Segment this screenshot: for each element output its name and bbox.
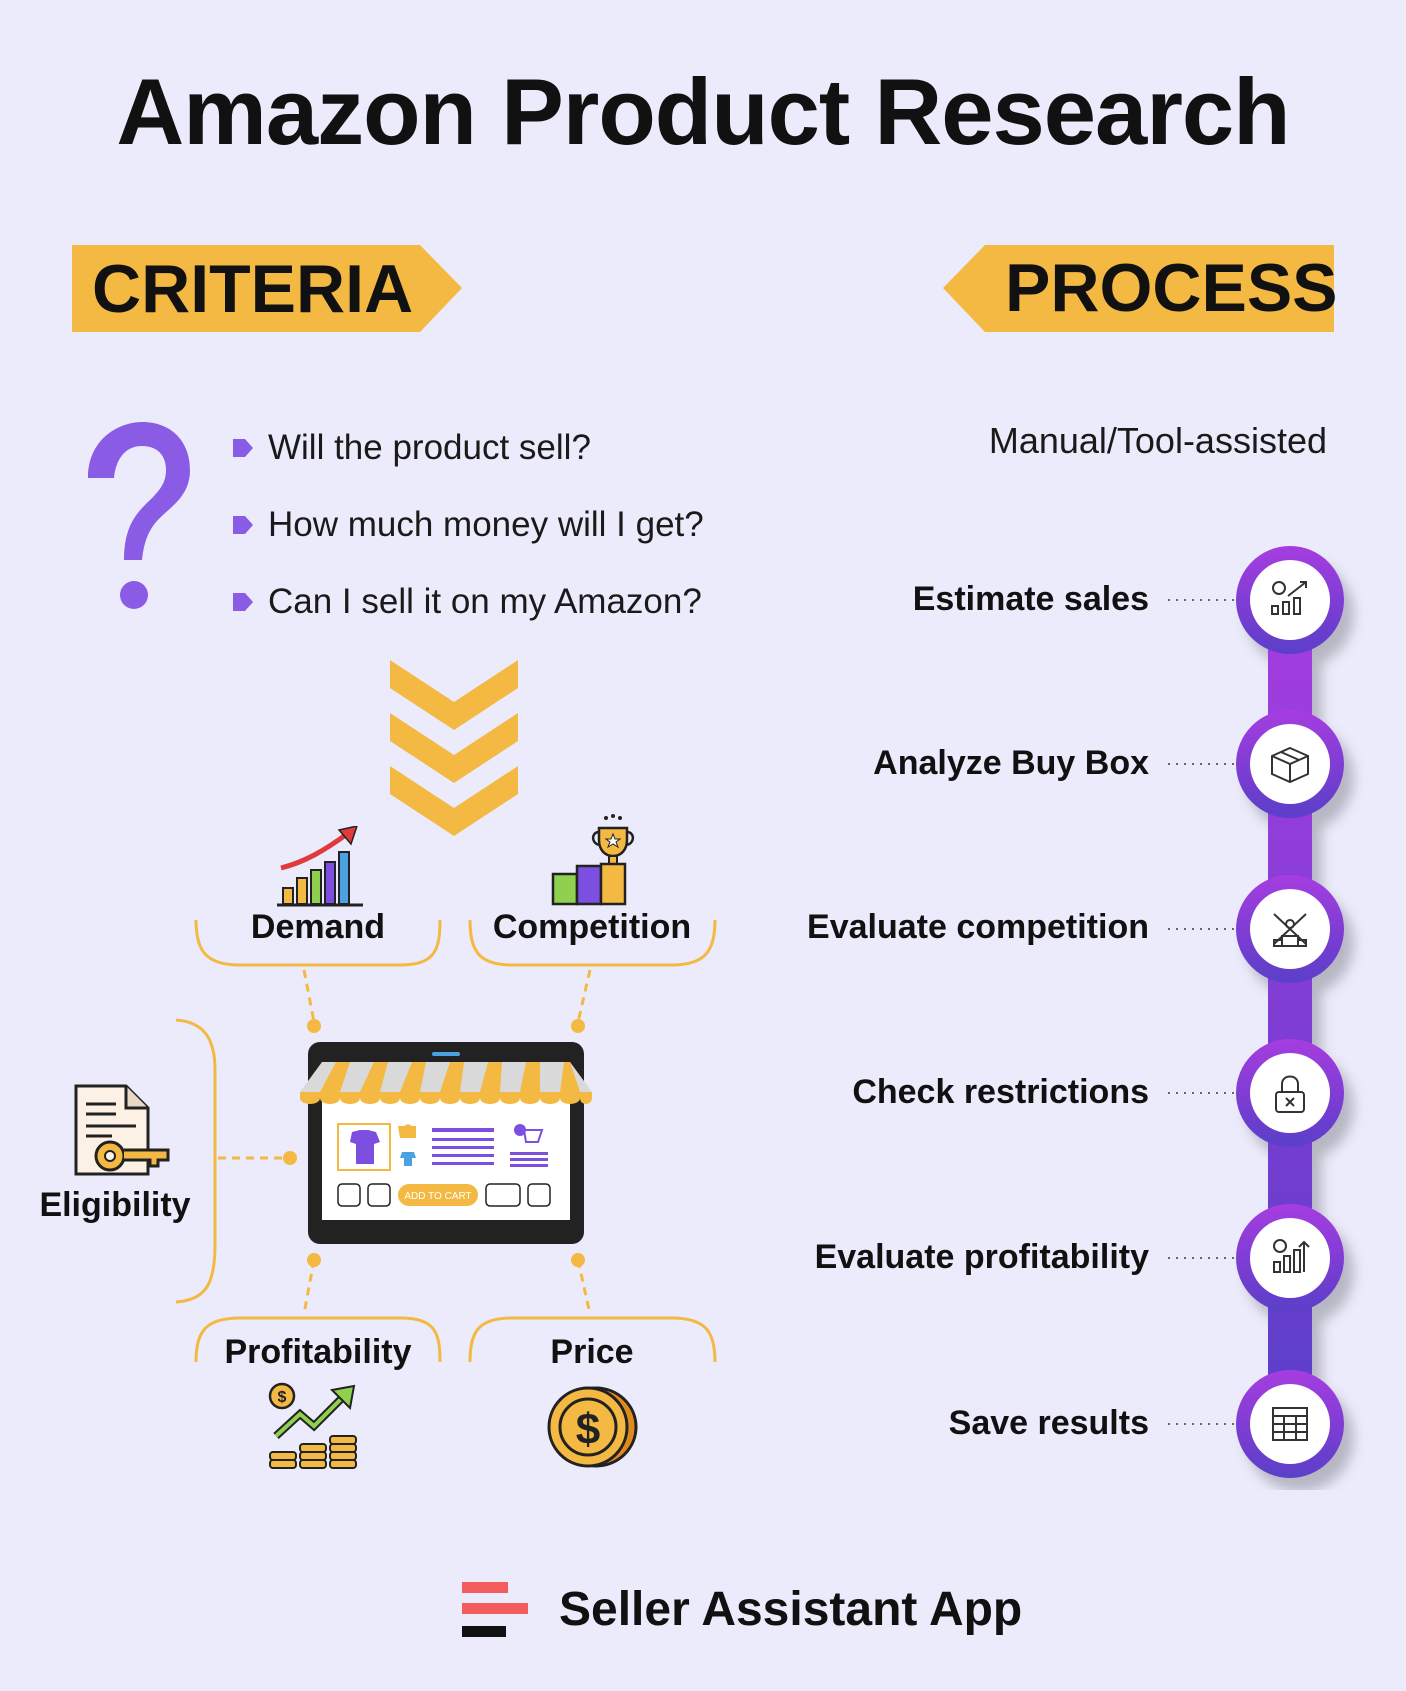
criteria-connectors — [175, 919, 717, 1363]
seller-assistant-logo-icon — [462, 1582, 528, 1637]
price-label: Price — [550, 1333, 634, 1371]
process-step-label: Evaluate competition — [807, 908, 1149, 946]
trophy-icon — [551, 814, 635, 906]
question-item: How much money will I get? — [268, 505, 704, 544]
question-item: Will the product sell? — [268, 428, 591, 467]
criteria-banner — [72, 245, 462, 332]
process-step-label: Estimate sales — [912, 580, 1149, 618]
table-icon — [1272, 1407, 1308, 1441]
lock-icon — [1275, 1075, 1305, 1113]
process-step-label: Check restrictions — [852, 1073, 1149, 1111]
sales-chart-icon — [1271, 581, 1307, 615]
banner-shapes — [72, 245, 1334, 332]
competition-icon — [1273, 913, 1307, 947]
process-banner — [943, 245, 1334, 332]
process-mode-label: Manual/Tool-assisted — [988, 420, 1327, 461]
criteria-heading: CRITERIA — [92, 251, 414, 327]
demand-label: Demand — [250, 908, 386, 946]
dollar-coin-icon: $ — [547, 1386, 638, 1468]
process-chain — [1168, 546, 1344, 1478]
bullet-icon — [233, 593, 253, 611]
competition-label: Competition — [492, 908, 692, 946]
profit-growth-icon: $ — [268, 1382, 357, 1469]
footer-brand: Seller Assistant App — [559, 1583, 1023, 1636]
storefront-icon: ADD TO CART — [300, 1042, 592, 1244]
question-item: Can I sell it on my Amazon? — [268, 582, 702, 621]
box-icon — [1271, 746, 1309, 784]
profitability-label: Profitability — [224, 1333, 412, 1371]
profit-icon — [1273, 1239, 1310, 1273]
process-step-label: Save results — [948, 1404, 1149, 1442]
question-mark-icon — [88, 422, 190, 609]
process-step-label: Analyze Buy Box — [873, 744, 1149, 782]
eligibility-label: Eligibility — [39, 1186, 191, 1224]
process-step-label: Evaluate profitability — [814, 1238, 1149, 1276]
svg-text:$: $ — [278, 1389, 287, 1406]
demand-chart-icon — [277, 826, 363, 907]
process-heading: PROCESS — [1005, 250, 1338, 326]
bullet-icon — [233, 516, 253, 534]
document-key-icon — [74, 1084, 170, 1176]
chevron-down-icon — [390, 660, 518, 836]
bullet-icon — [233, 439, 253, 457]
svg-text:$: $ — [576, 1405, 600, 1454]
page-title: Amazon Product Research — [116, 59, 1290, 164]
add-to-cart-button-text: ADD TO CART — [404, 1191, 471, 1202]
